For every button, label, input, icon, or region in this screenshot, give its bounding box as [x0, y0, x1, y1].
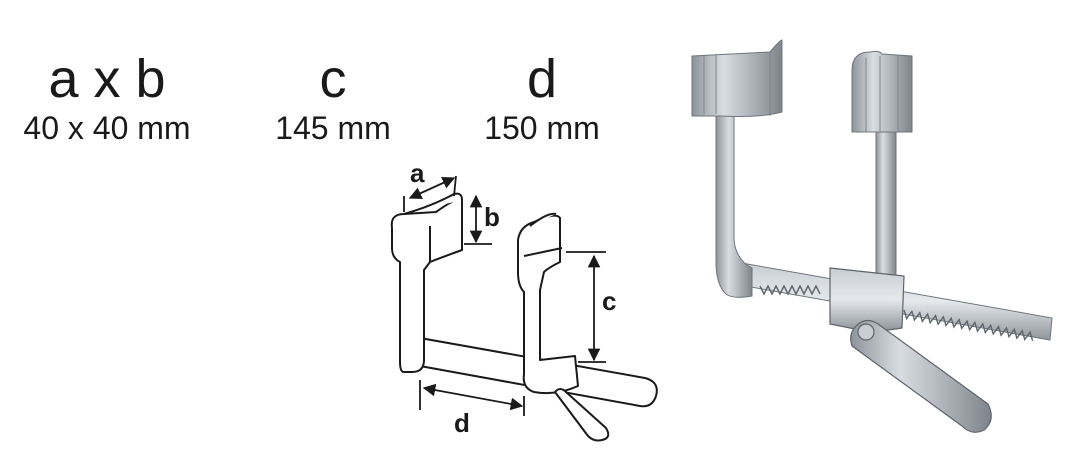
dimension-d — [419, 380, 525, 416]
dimension-a — [403, 175, 457, 212]
spec-d-value: 150 mm — [484, 110, 600, 146]
spec-ab-letter: a x b — [48, 49, 166, 109]
spec-d-letter: d — [526, 49, 558, 109]
dimension-label-b: b — [484, 202, 500, 232]
dimension-label-c: c — [602, 286, 616, 316]
spec-c-value: 145 mm — [275, 110, 391, 146]
dimension-label-a: a — [410, 158, 425, 188]
dimension-c — [566, 251, 606, 363]
photo-retractor-icon — [691, 39, 1053, 433]
spec-c: c 145 mm — [262, 52, 404, 146]
dimension-label-d: d — [454, 408, 470, 438]
spec-ab-value: 40 x 40 mm — [23, 110, 191, 146]
dimension-b — [464, 194, 492, 245]
spec-c-letter: c — [319, 49, 347, 109]
spec-a-x-b: a x b 40 x 40 mm — [4, 52, 210, 146]
spec-d: d 150 mm — [468, 52, 616, 146]
